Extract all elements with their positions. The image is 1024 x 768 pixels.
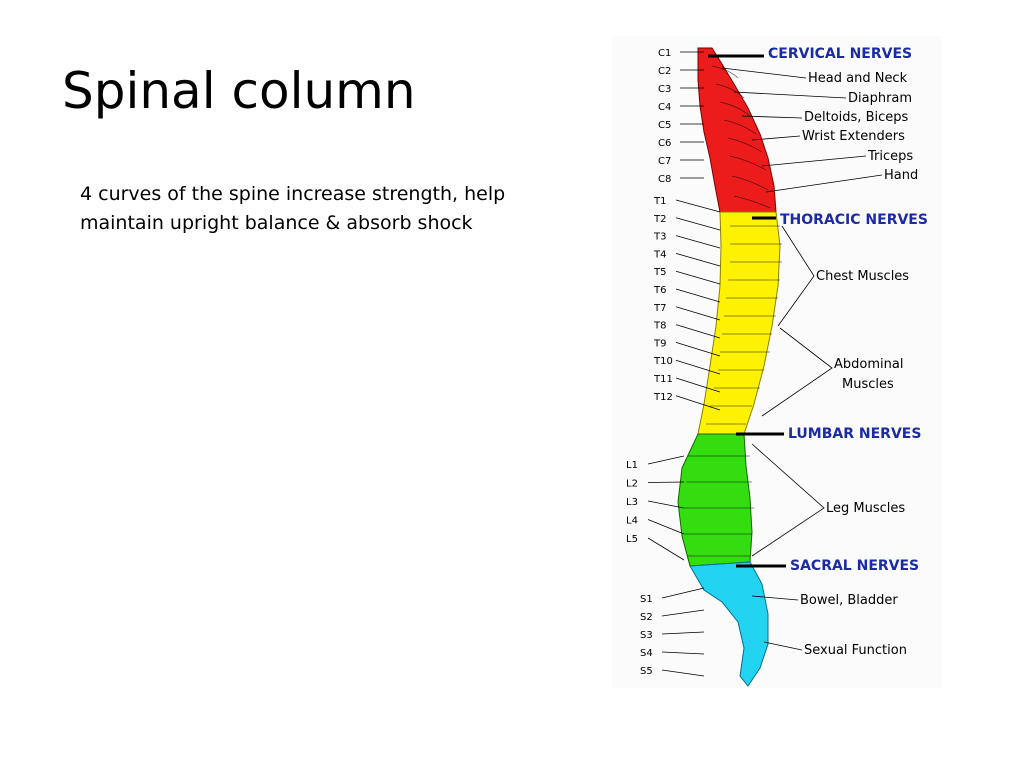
- vertebra-leader-line: [675, 288, 721, 303]
- vertebra-leader-line: [647, 455, 685, 465]
- function-label-leg-muscles: Leg Muscles: [826, 501, 905, 516]
- vertebra-label-l2: L2: [626, 479, 638, 490]
- function-leader-line: [741, 115, 803, 119]
- vertebra-label-t12: T12: [653, 392, 673, 403]
- vertebra-label-t4: T4: [653, 249, 666, 260]
- function-label-head-neck: Head and Neck: [808, 71, 908, 86]
- vertebra-leader-line: [675, 253, 721, 267]
- vertebral-processes: [684, 65, 782, 557]
- function-bracket-line: [751, 443, 825, 557]
- vertebra-leader-line: [675, 324, 721, 339]
- vertebra-leader-line: [661, 587, 705, 599]
- function-bracket-line: [777, 225, 815, 327]
- vertebra-leader-line: [661, 609, 705, 617]
- vertebra-leader-line: [675, 359, 721, 375]
- function-label-deltoids-biceps: Deltoids, Biceps: [804, 110, 909, 125]
- function-leader-line: [733, 91, 847, 99]
- vertebra-label-s2: S2: [640, 612, 653, 623]
- vertebra-label-c8: C8: [658, 174, 671, 185]
- vertebra-label-t5: T5: [653, 267, 666, 278]
- nerve-header-lumbar: LUMBAR NERVES: [788, 426, 921, 442]
- spine-diagram-svg: C1C2C3C4C5C6C7C8T1T2T3T4T5T6T7T8T9T10T11…: [626, 46, 928, 687]
- nerve-headers: CERVICAL NERVES THORACIC NERVES LUMBAR NER…: [708, 46, 928, 574]
- function-bracket-line: [761, 327, 833, 417]
- vertebra-label-c4: C4: [658, 102, 671, 113]
- vertebra-label-c2: C2: [658, 66, 671, 77]
- vertebra-label-t6: T6: [653, 285, 666, 296]
- function-leader-line: [721, 67, 807, 79]
- vertebra-label-c3: C3: [658, 84, 671, 95]
- function-label-chest-muscles: Chest Muscles: [816, 269, 909, 284]
- function-leader-line: [765, 174, 883, 193]
- vertebra-label-l3: L3: [626, 497, 638, 508]
- vertebra-leader-line: [647, 537, 685, 561]
- vertebra-label-c5: C5: [658, 120, 671, 131]
- vertebra-label-t11: T11: [653, 374, 673, 385]
- lumbar-region: [677, 433, 753, 567]
- vertebra-label-t2: T2: [653, 214, 666, 225]
- vertebra-label-s5: S5: [640, 666, 653, 677]
- vertebra-label-s1: S1: [640, 594, 653, 605]
- vertebra-label-t9: T9: [653, 338, 666, 349]
- function-label-bowel-bladder: Bowel, Bladder: [800, 593, 898, 608]
- vertebra-leader-line: [675, 235, 721, 249]
- vertebra-label-l4: L4: [626, 516, 638, 527]
- function-label-sexual-function: Sexual Function: [804, 643, 907, 658]
- vertebra-leader-line: [675, 342, 721, 357]
- vertebra-labels: C1C2C3C4C5C6C7C8T1T2T3T4T5T6T7T8T9T10T11…: [626, 48, 721, 677]
- vertebra-leader-line: [675, 199, 721, 213]
- function-leader-line: [751, 135, 801, 141]
- cervical-region: [697, 47, 777, 213]
- vertebra-label-c7: C7: [658, 156, 671, 167]
- vertebra-label-c6: C6: [658, 138, 671, 149]
- vertebra-label-t1: T1: [653, 196, 666, 207]
- vertebra-leader-line: [675, 395, 721, 411]
- vertebra-label-l1: L1: [626, 460, 638, 471]
- function-leader-line: [761, 155, 867, 167]
- vertebra-label-t8: T8: [653, 321, 666, 332]
- vertebra-leader-line: [675, 217, 721, 231]
- nerve-header-sacral: SACRAL NERVES: [790, 558, 919, 574]
- vertebra-leader-line: [661, 651, 705, 655]
- vertebra-leader-line: [675, 270, 721, 285]
- vertebra-label-s3: S3: [640, 630, 653, 641]
- function-leader-line: [751, 595, 799, 601]
- vertebra-leader-line: [647, 519, 685, 535]
- nerve-header-cervical: CERVICAL NERVES: [768, 46, 912, 62]
- vertebra-label-l5: L5: [626, 534, 638, 545]
- vertebra-label-c1: C1: [658, 48, 671, 59]
- function-label-diaphram: Diaphram: [848, 91, 912, 106]
- function-leader-line: [763, 641, 803, 651]
- vertebra-leader-line: [675, 306, 721, 321]
- vertebra-label-t3: T3: [653, 232, 666, 243]
- vertebra-label-t7: T7: [653, 303, 666, 314]
- vertebra-label-t10: T10: [653, 356, 673, 367]
- vertebra-leader-line: [675, 377, 721, 393]
- slide-body-text: 4 curves of the spine increase strength,…: [80, 183, 506, 234]
- sacral-region: [689, 561, 769, 687]
- vertebra-label-s4: S4: [640, 648, 653, 659]
- vertebra-leader-line: [647, 481, 685, 483]
- function-label-triceps: Triceps: [867, 149, 913, 164]
- vertebra-leader-line: [661, 631, 705, 635]
- spine-column: [677, 47, 781, 687]
- vertebra-leader-line: [647, 500, 685, 509]
- function-label-hand: Hand: [884, 168, 918, 183]
- function-label-abdominal-muscles-2: Muscles: [842, 377, 894, 392]
- function-label-wrist-extenders: Wrist Extenders: [802, 129, 905, 144]
- nerve-header-thoracic: THORACIC NERVES: [780, 212, 928, 228]
- function-label-abdominal-muscles-1: Abdominal: [834, 357, 903, 372]
- slide-title: Spinal column: [62, 62, 416, 120]
- vertebra-leader-line: [661, 669, 705, 677]
